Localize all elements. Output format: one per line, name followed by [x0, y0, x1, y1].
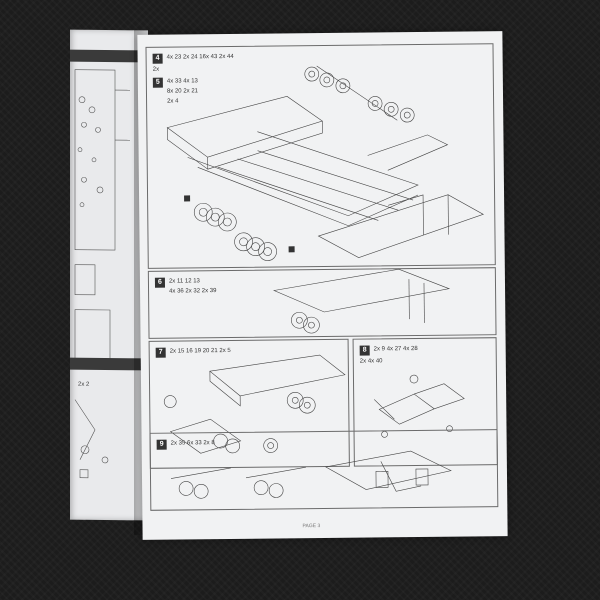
step-9-panel: 9 2x 35 6x 33 2x 8 [149, 429, 499, 511]
step-4-5-drawing [166, 65, 484, 261]
part-marker-step4 [184, 195, 191, 202]
instruction-sheet-right-page: 4 4x 23 2x 24 16x 43 2x 44 2x 5 4x 33 4x… [137, 31, 508, 540]
part-marker-step5 [288, 246, 295, 253]
left-page-sprue-drawing [74, 69, 130, 361]
left-page-assembly-drawing [74, 399, 109, 479]
step-6-drawing [272, 268, 451, 334]
instruction-sheet-left-page: 2x 2 [70, 29, 148, 521]
step-7-panel: 7 2x 15 16 19 20 21 2x 5 [148, 338, 350, 469]
step-7-drawing [163, 354, 346, 454]
step-6-panel: 6 2x 11 12 13 4x 36 2x 32 2x 39 [147, 267, 497, 339]
page-label: PAGE 3 [302, 523, 321, 530]
step-9-drawing [170, 450, 452, 499]
step-4-5-panel: 4 4x 23 2x 24 16x 43 2x 44 2x 5 4x 33 4x… [145, 43, 496, 269]
wheel-set-top [304, 65, 415, 123]
step-8-drawing [373, 374, 465, 438]
step-8-panel: 8 2x 9 4x 27 4x 28 2x 4x 40 [352, 337, 498, 467]
